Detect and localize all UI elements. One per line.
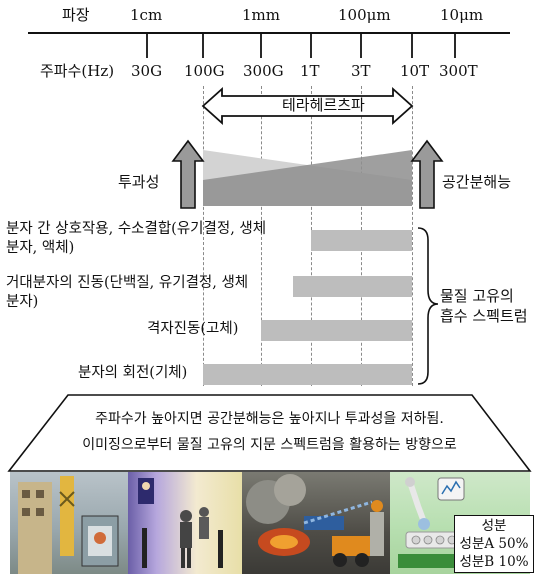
component-result-box: 성분 성분A 50% 성분B 10% (454, 515, 534, 573)
wavelength-tick-10um: 10μm (440, 6, 484, 24)
scale-axis (28, 32, 510, 58)
frequency-tick-300g: 300G (243, 62, 284, 80)
frequency-tick-30g: 30G (131, 62, 163, 80)
absorption-bracket (417, 227, 439, 385)
absorption-bar-3 (261, 320, 412, 341)
summary-line-2: 이미징으로부터 물질 고유의 지문 스펙트럼을 활용하는 방향으로 (82, 437, 457, 453)
component-result-line-1: 성분A 50% (459, 536, 529, 552)
building-inspection-graphic (18, 476, 119, 574)
absorption-group-label-line2: 흡수 스펙트럼 (440, 307, 528, 325)
component-result-title: 성분 (481, 518, 507, 534)
frequency-tick-1t: 1T (300, 62, 320, 80)
wavelength-label: 파장 (62, 6, 90, 24)
guide-line-300g (261, 86, 262, 386)
absorption-row-3-label: 격자진동(고체) (147, 321, 239, 337)
summary-line-1: 주파수가 높아지면 공간분해능은 높아지나 투과성을 저하됨. (95, 411, 444, 427)
absorption-row-4-label: 분자의 회전(기체) (78, 365, 188, 381)
terahertz-band-label: 테라헤르츠파 (282, 96, 365, 114)
frequency-tick-300t: 300T (439, 62, 478, 80)
industrial-robot-graphic (246, 474, 384, 567)
wavelength-tick-1mm: 1mm (242, 6, 280, 24)
up-arrow-left (171, 139, 205, 209)
absorption-bar-4 (203, 364, 412, 385)
frequency-tick-10t: 10T (400, 62, 430, 80)
absorption-row-2-line1: 거대분자의 진동(단백질, 유기결정, 생체 (6, 275, 249, 291)
absorption-bar-2 (293, 276, 412, 297)
wavelength-tick-1cm: 1cm (130, 6, 163, 24)
up-arrow-right (410, 139, 444, 209)
absorption-row-1-line1: 분자 간 상호작용, 수소결합(유기결정, 생체 (6, 221, 267, 237)
terahertz-band-arrow (201, 86, 414, 126)
frequency-tick-3t: 3T (351, 62, 371, 80)
guide-line-100g (203, 86, 204, 386)
frequency-tick-100g: 100G (184, 62, 225, 80)
absorption-row-2-label: 거대분자의 진동(단백질, 유기결정, 생체 분자) (6, 274, 248, 312)
absorption-row-1-label: 분자 간 상호작용, 수소결합(유기결정, 생체 분자, 액체) (6, 220, 266, 258)
absorption-group-label-line1: 물질 고유의 (440, 287, 514, 305)
wavelength-tick-100um: 100μm (338, 6, 391, 24)
photo-industrial-robot (242, 472, 390, 574)
absorption-row-2-line2: 분자) (6, 294, 39, 310)
spatial-resolution-label: 공간분해능 (442, 173, 512, 191)
application-photo-strip (10, 472, 530, 574)
frequency-label: 주파수(Hz) (40, 62, 115, 80)
photo-security-screening (128, 472, 242, 574)
resolution-wedge (203, 150, 412, 206)
guide-line-10t (412, 86, 413, 386)
component-result-line-2: 성분B 10% (459, 554, 529, 570)
absorption-bar-1 (311, 230, 412, 251)
absorption-group-label: 물질 고유의 흡수 스펙트럼 (440, 286, 528, 326)
summary-shape (7, 394, 532, 472)
security-screening-graphic (138, 478, 223, 568)
tradeoff-diagram (171, 139, 444, 209)
photo-building-inspection (10, 472, 128, 574)
absorption-row-1-line2: 분자, 액체) (6, 240, 75, 256)
penetration-label: 투과성 (118, 173, 160, 191)
